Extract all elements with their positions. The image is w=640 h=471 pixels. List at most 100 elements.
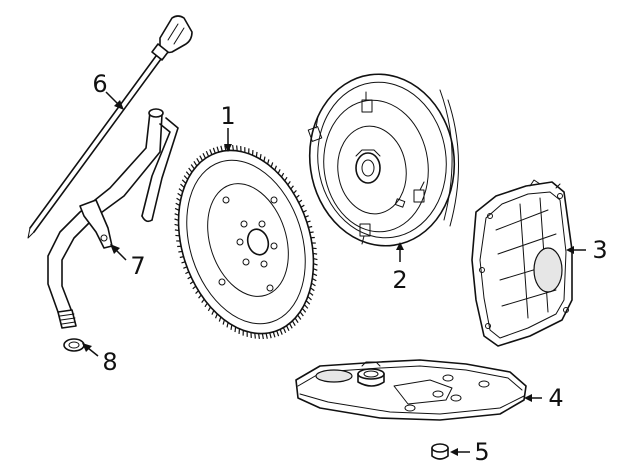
- flywheel-tooth: [214, 313, 218, 319]
- flywheel-tooth: [190, 164, 195, 170]
- flywheel-tooth: [313, 263, 318, 266]
- flywheel-tooth: [269, 332, 272, 339]
- flywheel-tooth: [301, 307, 307, 313]
- flywheel-tooth: [287, 181, 291, 186]
- flywheel-tooth: [218, 316, 222, 322]
- flywheel-tooth: [282, 327, 287, 334]
- flywheel-drawing: [174, 144, 318, 340]
- callout-2: 2: [392, 266, 407, 294]
- callout-5: 5: [474, 438, 489, 466]
- callout-1: 1: [220, 102, 235, 130]
- flywheel-tooth: [286, 325, 290, 331]
- flywheel-tooth: [254, 333, 256, 339]
- flywheel-tooth: [234, 326, 237, 333]
- flywheel-tooth: [312, 252, 318, 255]
- flywheel-tooth: [277, 169, 281, 174]
- flywheel-tooth: [192, 285, 197, 290]
- flywheel-tooth: [179, 256, 184, 259]
- flywheel-tooth: [174, 207, 180, 211]
- flywheel-tooth: [259, 154, 262, 160]
- flywheel-tooth: [284, 176, 288, 182]
- flywheel-tooth: [193, 160, 198, 167]
- flywheel-tooth: [174, 229, 180, 232]
- flywheel-tooth: [291, 320, 296, 326]
- flywheel-tooth: [178, 188, 184, 193]
- dipstick-tube-drawing: [47, 108, 179, 329]
- flywheel-tooth: [230, 324, 233, 330]
- flywheel-tooth: [293, 189, 297, 194]
- flywheel-tooth: [297, 314, 302, 320]
- flywheel-tooth: [198, 294, 202, 299]
- callout-arrows: [82, 91, 586, 456]
- flywheel-tooth: [274, 165, 278, 171]
- filter-drawing: [295, 359, 527, 421]
- torque-converter-drawing: [307, 73, 459, 247]
- flywheel-tooth: [185, 171, 191, 177]
- flywheel-tooth: [199, 155, 203, 161]
- flywheel-tooth: [306, 220, 311, 223]
- flywheel-tooth: [209, 149, 213, 155]
- flywheel-tooth: [232, 144, 234, 151]
- flywheel-tooth: [280, 172, 285, 178]
- flywheel-tooth: [189, 281, 194, 285]
- flywheel-tooth: [183, 266, 188, 269]
- flywheel-tooth: [195, 290, 199, 295]
- callout-8: 8: [102, 348, 117, 376]
- flywheel-tooth: [305, 300, 311, 305]
- filter-seal-drawing: [431, 443, 449, 460]
- flywheel-tooth: [258, 333, 260, 340]
- flywheel-tooth: [313, 258, 318, 261]
- flywheel-tooth: [295, 194, 300, 199]
- flywheel-tooth: [308, 225, 313, 228]
- flywheel-tooth: [204, 302, 208, 308]
- flywheel-tooth: [312, 278, 317, 282]
- flywheel-tooth: [226, 322, 229, 328]
- flywheel-tooth: [176, 197, 181, 202]
- flywheel-tooth: [177, 192, 182, 197]
- flywheel-tooth: [276, 330, 280, 337]
- flywheel-tooth: [181, 179, 187, 184]
- flywheel-tooth: [196, 158, 201, 164]
- flywheel-tooth: [178, 250, 183, 253]
- flywheel-tooth: [174, 218, 179, 221]
- flywheel-tooth: [272, 331, 276, 338]
- flywheel-tooth: [310, 287, 315, 292]
- flywheel-tooth: [180, 183, 185, 188]
- flywheel-tooth: [307, 296, 312, 301]
- flywheel-tooth: [270, 162, 274, 168]
- flywheel-tooth: [265, 333, 268, 339]
- flywheel-tooth: [222, 319, 225, 325]
- oil-pan-drawing: [471, 179, 573, 347]
- flywheel-tooth: [183, 175, 189, 180]
- flywheel-tooth: [220, 145, 223, 152]
- flywheel-tooth: [294, 317, 299, 324]
- flywheel-tooth: [279, 329, 283, 335]
- callout-labels: 1 2 3 4 5 6 7 8: [92, 70, 607, 466]
- flywheel-tooth: [175, 202, 180, 206]
- flywheel-tooth: [263, 156, 266, 162]
- callout-3: 3: [592, 236, 607, 264]
- flywheel-tooth: [201, 298, 205, 303]
- flywheel-tooth: [299, 311, 304, 317]
- flywheel-tooth: [185, 271, 190, 275]
- flywheel-tooth: [188, 167, 193, 173]
- flywheel-tooth: [174, 213, 179, 216]
- flywheel-tooth: [289, 323, 293, 329]
- flywheel-tooth: [309, 231, 314, 234]
- callout-4: 4: [548, 384, 563, 412]
- flywheel-tooth: [187, 276, 192, 280]
- flywheel-tooth: [207, 306, 212, 312]
- flywheel-tooth: [304, 215, 309, 218]
- flywheel-tooth: [181, 261, 186, 264]
- flywheel-tooth: [202, 153, 206, 159]
- flywheel-tooth: [298, 199, 303, 203]
- flywheel-tooth: [311, 282, 316, 287]
- flywheel-tooth: [174, 223, 179, 226]
- flywheel-tooth: [216, 146, 220, 153]
- flywheel-tooth: [267, 159, 270, 165]
- flywheel-tooth: [236, 145, 238, 151]
- flywheel-tooth: [224, 145, 227, 151]
- flywheel-tooth: [303, 304, 309, 309]
